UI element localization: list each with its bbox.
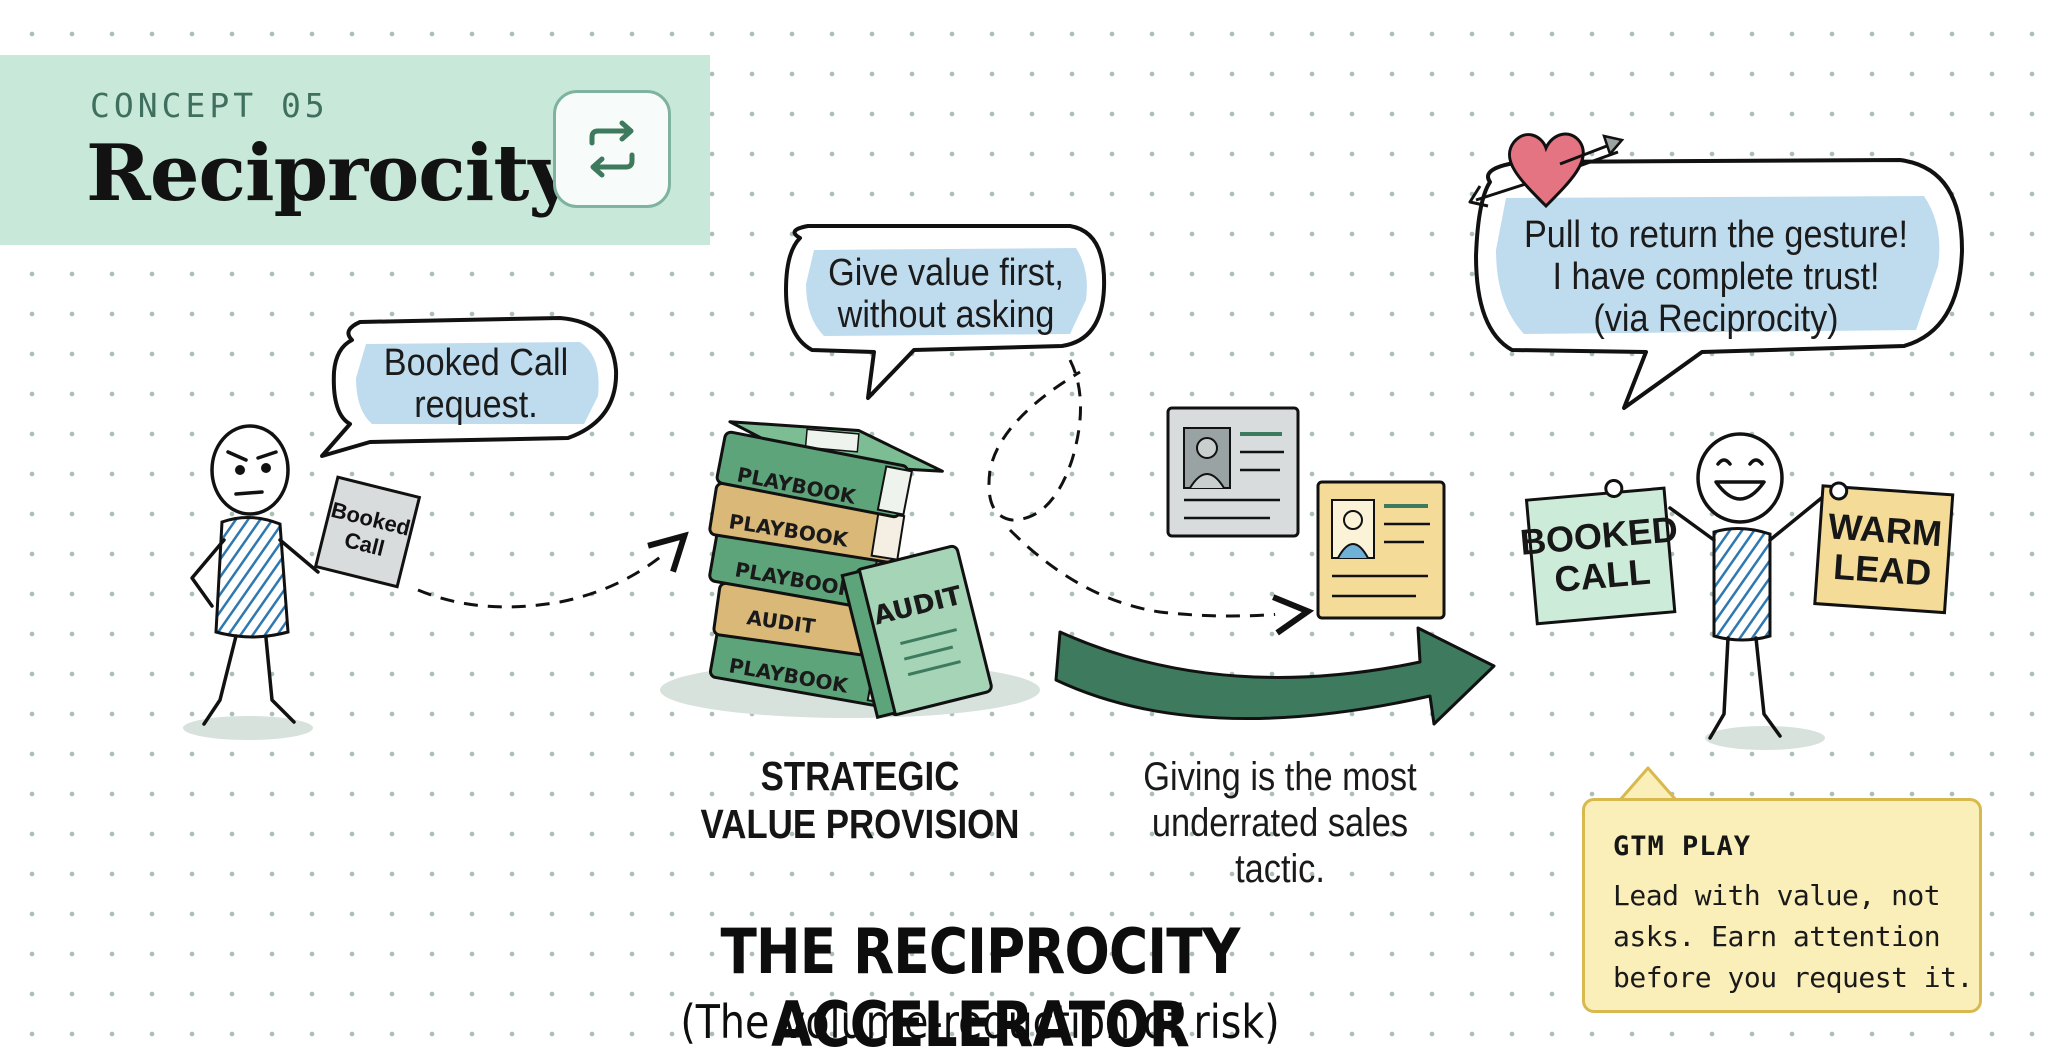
middle-bubble-line-2: without asking bbox=[837, 294, 1055, 336]
tagline-line-3: tactic. bbox=[1235, 847, 1325, 891]
concept-label: CONCEPT 05 bbox=[90, 86, 329, 125]
swap-arrows-icon bbox=[589, 120, 635, 178]
tagline-line-2: underrated sales bbox=[1151, 801, 1409, 845]
left-bubble-line-1: Booked Call bbox=[383, 342, 569, 384]
profile-card-yellow bbox=[1316, 480, 1446, 620]
dashed-arrow-to-cards bbox=[1008, 528, 1302, 616]
right-bubble-line-3: (via Reciprocity) bbox=[1593, 298, 1839, 340]
page-title: Reciprocity bbox=[86, 128, 574, 219]
dashed-arrow-to-books bbox=[417, 540, 680, 609]
middle-bubble-line-1: Give value first, bbox=[828, 252, 1064, 294]
right-bubble-text: Pull to return the gesture! I have compl… bbox=[1518, 214, 1914, 340]
profile-card-grey bbox=[1166, 406, 1300, 538]
gtm-heading: GTM PLAY bbox=[1613, 831, 1752, 862]
left-bubble-text: Booked Call request. bbox=[368, 342, 584, 426]
right-bubble-line-2: I have complete trust! bbox=[1552, 256, 1880, 298]
right-speech-bubble bbox=[1474, 158, 1964, 410]
gtm-card-pointer bbox=[1618, 766, 1678, 802]
strategic-line-2: VALUE PROVISION bbox=[700, 801, 1020, 847]
booked-call-sign: BOOKED CALL bbox=[1518, 479, 1679, 626]
leaning-audit-book: AUDIT bbox=[840, 544, 993, 720]
skeptical-character: Booked Call bbox=[183, 424, 422, 740]
gtm-play-card: GTM PLAY Lead with value, not asks. Earn… bbox=[1582, 798, 1982, 1013]
left-bubble-line-2: request. bbox=[414, 384, 538, 426]
main-title: THE RECIPROCITY ACCELERATOR bbox=[720, 915, 1241, 1061]
middle-bubble-text: Give value first, without asking bbox=[820, 252, 1072, 336]
main-subtitle: (The volume-reduction of risk) bbox=[680, 995, 1280, 1049]
happy-character bbox=[1668, 432, 1826, 750]
big-green-arrow bbox=[1054, 626, 1496, 726]
booked-call-sign-line-2: CALL bbox=[1553, 551, 1652, 600]
heart-arrow-icon bbox=[1468, 132, 1625, 209]
right-bubble-line-1: Pull to return the gesture! bbox=[1523, 214, 1909, 256]
gtm-body: Lead with value, not asks. Earn attentio… bbox=[1613, 879, 1973, 994]
book-stack: PLAYBOOK PLAYBOOK PLAYBOOK AUDIT PLAYBOO… bbox=[660, 420, 1040, 720]
dashed-loop-arrow bbox=[987, 359, 1083, 522]
header-icon-box bbox=[553, 90, 671, 208]
booked-call-card: Booked Call bbox=[313, 475, 422, 589]
giving-tagline: Giving is the most underrated sales tact… bbox=[1108, 754, 1452, 892]
warm-lead-sign: WARM LEAD bbox=[1813, 481, 1955, 615]
strategic-line-1: STRATEGIC bbox=[760, 753, 960, 799]
warm-lead-sign-line-2: LEAD bbox=[1832, 546, 1933, 594]
left-speech-bubble bbox=[320, 316, 619, 458]
middle-speech-bubble bbox=[784, 224, 1107, 400]
warm-lead-sign-line-1: WARM bbox=[1827, 505, 1944, 554]
tagline-line-1: Giving is the most bbox=[1143, 755, 1417, 799]
strategic-value-label: STRATEGIC VALUE PROVISION bbox=[690, 752, 1030, 848]
